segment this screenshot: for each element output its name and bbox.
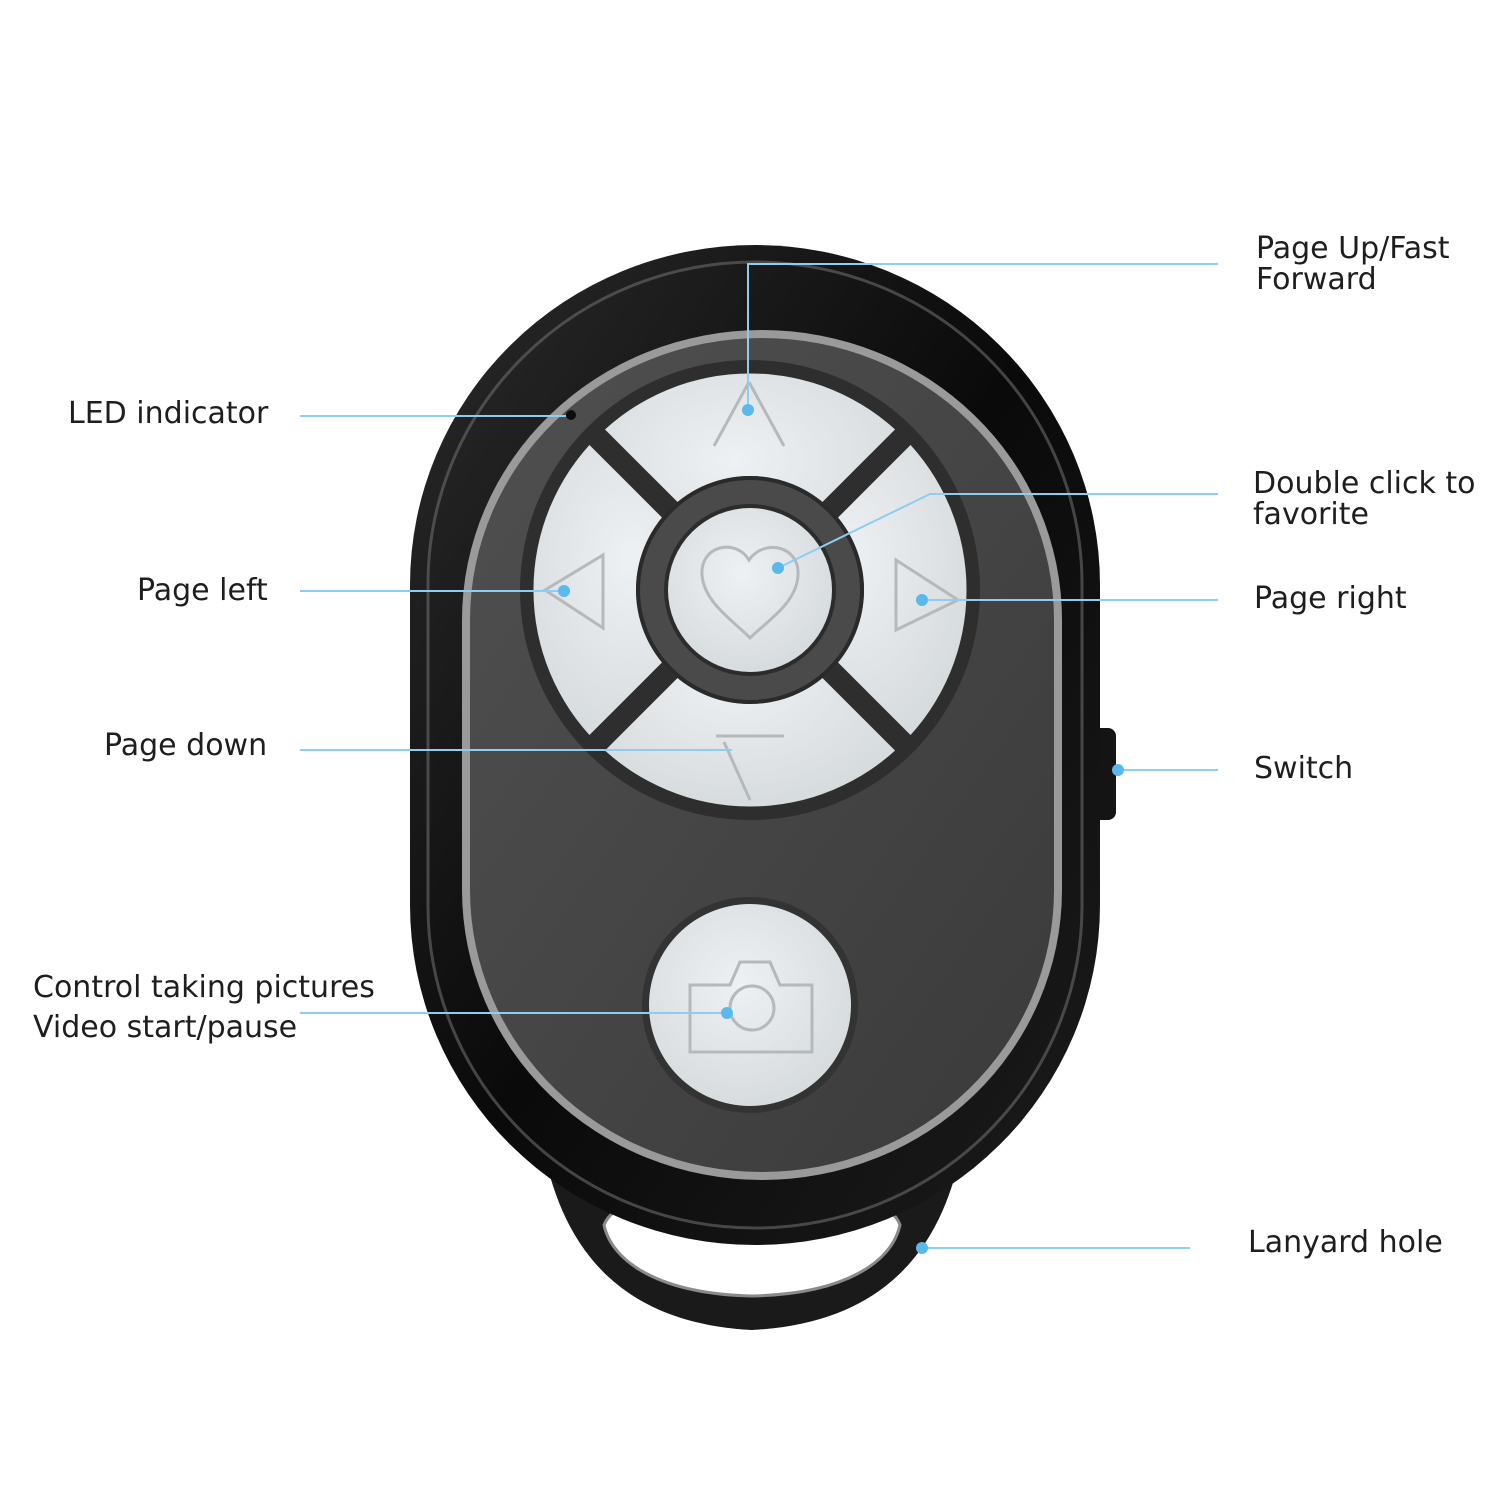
arrow-right-icon	[894, 557, 962, 633]
leader-page-up-dot	[742, 404, 754, 416]
label-favorite-line-2: favorite	[1253, 497, 1369, 532]
label-camera-control: Control taking pictures Video start/paus…	[33, 968, 375, 1048]
label-favorite-line-1: Double click to	[1253, 466, 1476, 501]
heart-icon	[700, 545, 800, 641]
label-camera-line-2: Video start/pause	[33, 1010, 298, 1045]
leader-page-right-dot	[916, 594, 928, 606]
leader-page-up	[747, 263, 1218, 410]
label-page-right: Page right	[1254, 581, 1407, 616]
label-lanyard-hole: Lanyard hole	[1248, 1225, 1443, 1260]
leader-favorite-dot	[772, 562, 784, 574]
label-page-down: Page down	[104, 728, 268, 763]
leader-camera-dot	[721, 1007, 733, 1019]
leader-switch-dot	[1112, 764, 1124, 776]
label-camera-line-1: Control taking pictures	[33, 970, 375, 1005]
label-led-indicator: LED indicator	[68, 396, 269, 431]
label-page-left: Page left	[137, 573, 268, 608]
leader-page-left-dot	[558, 585, 570, 597]
label-page-up-line-1: Page Up/Fast	[1256, 231, 1450, 266]
direction-pad	[520, 360, 980, 820]
label-page-up: Page Up/Fast Forward	[1256, 233, 1450, 295]
arrow-up-icon	[712, 381, 786, 447]
leader-lines	[300, 263, 1218, 1254]
label-page-up-line-2: Forward	[1256, 262, 1377, 297]
leader-lanyard-dot	[916, 1242, 928, 1254]
arrow-down-icon	[716, 734, 784, 801]
leader-favorite	[777, 493, 1218, 569]
label-switch: Switch	[1254, 751, 1354, 786]
led-indicator	[566, 410, 576, 420]
favorite-button[interactable]	[668, 508, 832, 672]
camera-shutter-button[interactable]	[642, 897, 858, 1113]
label-favorite: Double click to favorite	[1253, 468, 1476, 530]
arrow-left-icon	[542, 552, 605, 631]
